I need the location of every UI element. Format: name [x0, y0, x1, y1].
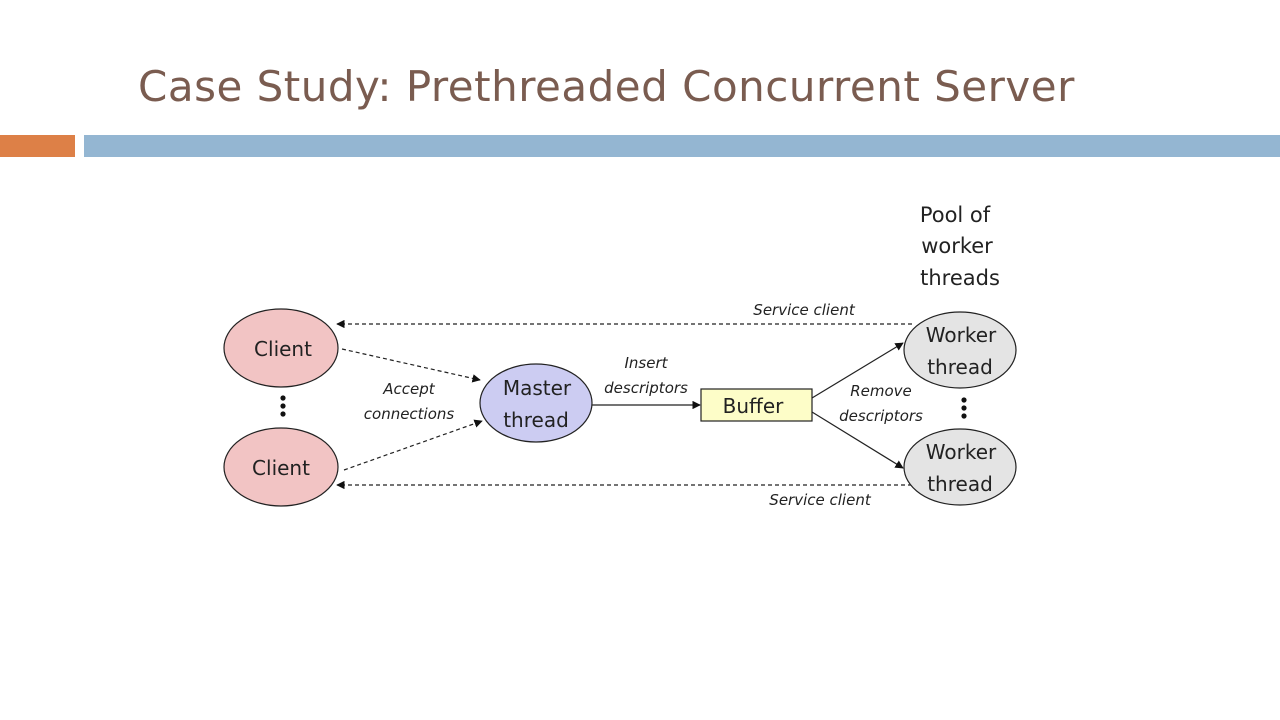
workers-ellipsis-icon: [961, 397, 967, 419]
master-thread-label-line2: thread: [503, 408, 569, 432]
service-client-label-bottom: Service client: [769, 491, 872, 509]
worker-thread-label-bottom-line1: Worker: [926, 440, 997, 464]
remove-label-line2: descriptors: [839, 407, 923, 425]
accent-bar-orange: [0, 135, 75, 157]
service-client-label-top: Service client: [753, 301, 856, 319]
edge-remove-top: [811, 342, 904, 399]
pool-label-line3: threads: [920, 266, 1000, 290]
edge-accept-top: [341, 348, 481, 383]
client-node-top: [223, 308, 339, 388]
buffer-node: [700, 388, 813, 422]
pool-label-line1: Pool of: [920, 203, 991, 227]
accent-bar-blue: [84, 135, 1280, 157]
client-label-bottom: Client: [252, 456, 310, 480]
insert-label-line2: descriptors: [604, 379, 688, 397]
pool-label-line2: worker: [921, 234, 993, 258]
worker-thread-label-bottom-line2: thread: [927, 472, 993, 496]
accept-label-line2: connections: [364, 405, 455, 423]
insert-label-line1: Insert: [624, 354, 668, 372]
client-node-bottom: [223, 427, 339, 507]
remove-label-line1: Remove: [850, 382, 912, 400]
edge-remove-bottom: [811, 411, 904, 469]
client-label-top: Client: [254, 337, 312, 361]
edge-accept-bottom: [343, 419, 483, 471]
clients-ellipsis-icon: [280, 395, 286, 417]
worker-thread-node-bottom: [903, 428, 1017, 506]
worker-thread-label-top-line1: Worker: [926, 323, 997, 347]
slide-title: Case Study: Prethreaded Concurrent Serve…: [138, 62, 1075, 111]
master-thread-node: [479, 363, 593, 443]
buffer-label: Buffer: [723, 394, 784, 418]
worker-thread-node-top: [903, 311, 1017, 389]
accept-label-line1: Accept: [382, 380, 436, 398]
worker-thread-label-top-line2: thread: [927, 355, 993, 379]
master-thread-label-line1: Master: [503, 376, 572, 400]
